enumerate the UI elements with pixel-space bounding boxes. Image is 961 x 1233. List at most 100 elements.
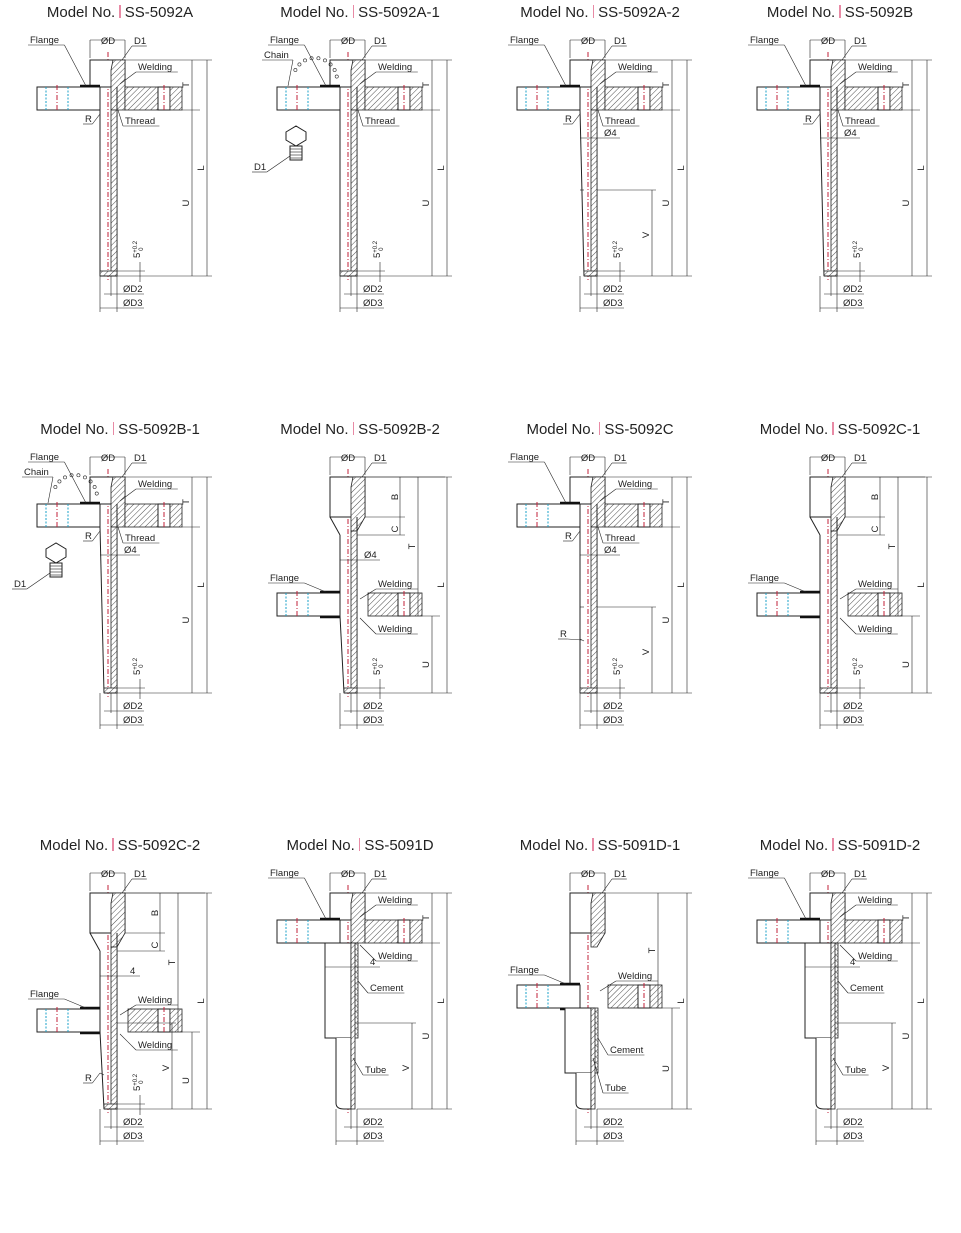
leader-line	[599, 488, 617, 502]
chain-link	[76, 473, 81, 478]
label-od3: ØD3	[123, 715, 143, 726]
tip-section	[103, 1103, 118, 1110]
tolerance-tol_base: 5	[372, 253, 383, 258]
leader-line	[117, 109, 124, 127]
callout-tube: Tube	[845, 1065, 866, 1076]
callout-flange: Flange	[510, 35, 539, 46]
chain-link	[303, 58, 307, 63]
leader-line	[92, 1072, 101, 1084]
callout-welding: Welding	[378, 895, 412, 906]
stem-left	[579, 109, 585, 277]
cap-hex	[285, 125, 307, 147]
flange-right-section	[889, 86, 903, 111]
title-divider	[832, 422, 834, 435]
callout-d1: D1	[134, 36, 146, 47]
leader-line	[601, 878, 613, 894]
model-title: Model No.SS-5092A-1	[240, 4, 480, 21]
callout-flange: Flange	[750, 35, 779, 46]
head-section	[110, 892, 126, 948]
callout-d1: D1	[614, 36, 626, 47]
model-title: Model No. SS-5092B-1	[0, 421, 240, 438]
callout-d1: D1	[854, 36, 866, 47]
chain-link	[328, 62, 333, 67]
cap-hex	[45, 542, 67, 564]
model-title: Model No.SS-5092C-2	[0, 837, 240, 854]
model-number: SS-5092B-1	[118, 421, 200, 438]
flange-right-section	[889, 592, 903, 617]
leader-line	[359, 904, 377, 918]
stem-wall-section	[590, 526, 598, 694]
chain-link	[53, 485, 58, 489]
callout-welding: Welding	[378, 579, 412, 590]
leader-line	[784, 44, 807, 87]
stem-left	[99, 526, 105, 694]
head-section	[350, 476, 366, 532]
callout-flange: Flange	[510, 452, 539, 463]
leader-line	[839, 588, 857, 600]
label-od3: ØD3	[843, 1131, 863, 1142]
leader-line	[359, 588, 377, 600]
tolerance-tol_upper: +0.2	[853, 657, 859, 670]
tolerance-tol_base: 5	[132, 253, 143, 258]
label-od: ØD	[821, 453, 835, 464]
leader-line	[119, 1033, 137, 1051]
label-u: U	[181, 616, 192, 623]
leader-line	[812, 113, 821, 125]
leader-line	[597, 109, 604, 127]
chain-link	[297, 62, 302, 67]
label-t: T	[421, 82, 432, 88]
label-u: U	[421, 199, 432, 206]
chain-link	[57, 479, 62, 484]
label-od2: ØD2	[363, 284, 383, 295]
leader-line	[121, 878, 133, 894]
outline	[99, 1072, 105, 1076]
head-section	[590, 892, 606, 948]
head-section	[830, 476, 846, 532]
stem-wall-section	[110, 526, 118, 694]
title-divider	[352, 422, 355, 435]
leader-line	[359, 617, 377, 635]
leader-line	[839, 944, 857, 962]
stem-left	[99, 1031, 105, 1110]
callout-d1: D1	[134, 453, 146, 464]
leader-line	[784, 877, 807, 920]
callout-d1: D1	[374, 36, 386, 47]
leader-line	[839, 617, 857, 635]
head-section	[590, 59, 606, 111]
label-t: T	[901, 915, 912, 921]
tolerance-tol_upper: +0.2	[613, 240, 619, 253]
model-number: SS-5092B-2	[358, 421, 440, 438]
model-prefix: Model No.	[766, 4, 836, 21]
flange-right-section	[604, 503, 639, 528]
leader-line	[361, 878, 373, 894]
model-number: SS-5092C	[604, 421, 674, 438]
tolerance-tol_base: 5	[132, 1086, 143, 1091]
stem-left	[339, 615, 345, 694]
leader-line	[117, 526, 124, 544]
flange-right-section	[409, 86, 423, 111]
callout-d1: D1	[614, 453, 626, 464]
label-four: 4	[850, 957, 855, 968]
model-prefix: Model No.	[759, 837, 829, 854]
head-section	[830, 892, 846, 944]
label-l: L	[676, 582, 687, 587]
flange-right-section	[844, 86, 879, 111]
tolerance-tol_upper: +0.2	[373, 657, 379, 670]
tolerance-tol_upper: +0.2	[613, 657, 619, 670]
label-od3: ØD3	[363, 298, 383, 309]
model-prefix: Model No.	[280, 4, 349, 21]
stem-wall-section	[830, 530, 838, 694]
label-od3: ØD3	[363, 1131, 383, 1142]
label-t: T	[181, 499, 192, 505]
model-prefix: Model No.	[40, 421, 109, 438]
protection-tube-outer	[804, 942, 832, 1039]
tolerance-label: 5+0.20	[372, 657, 385, 675]
label-od: ØD	[581, 453, 595, 464]
label-od3: ØD3	[123, 1131, 143, 1142]
tolerance-tol_lower: 0	[619, 247, 625, 251]
